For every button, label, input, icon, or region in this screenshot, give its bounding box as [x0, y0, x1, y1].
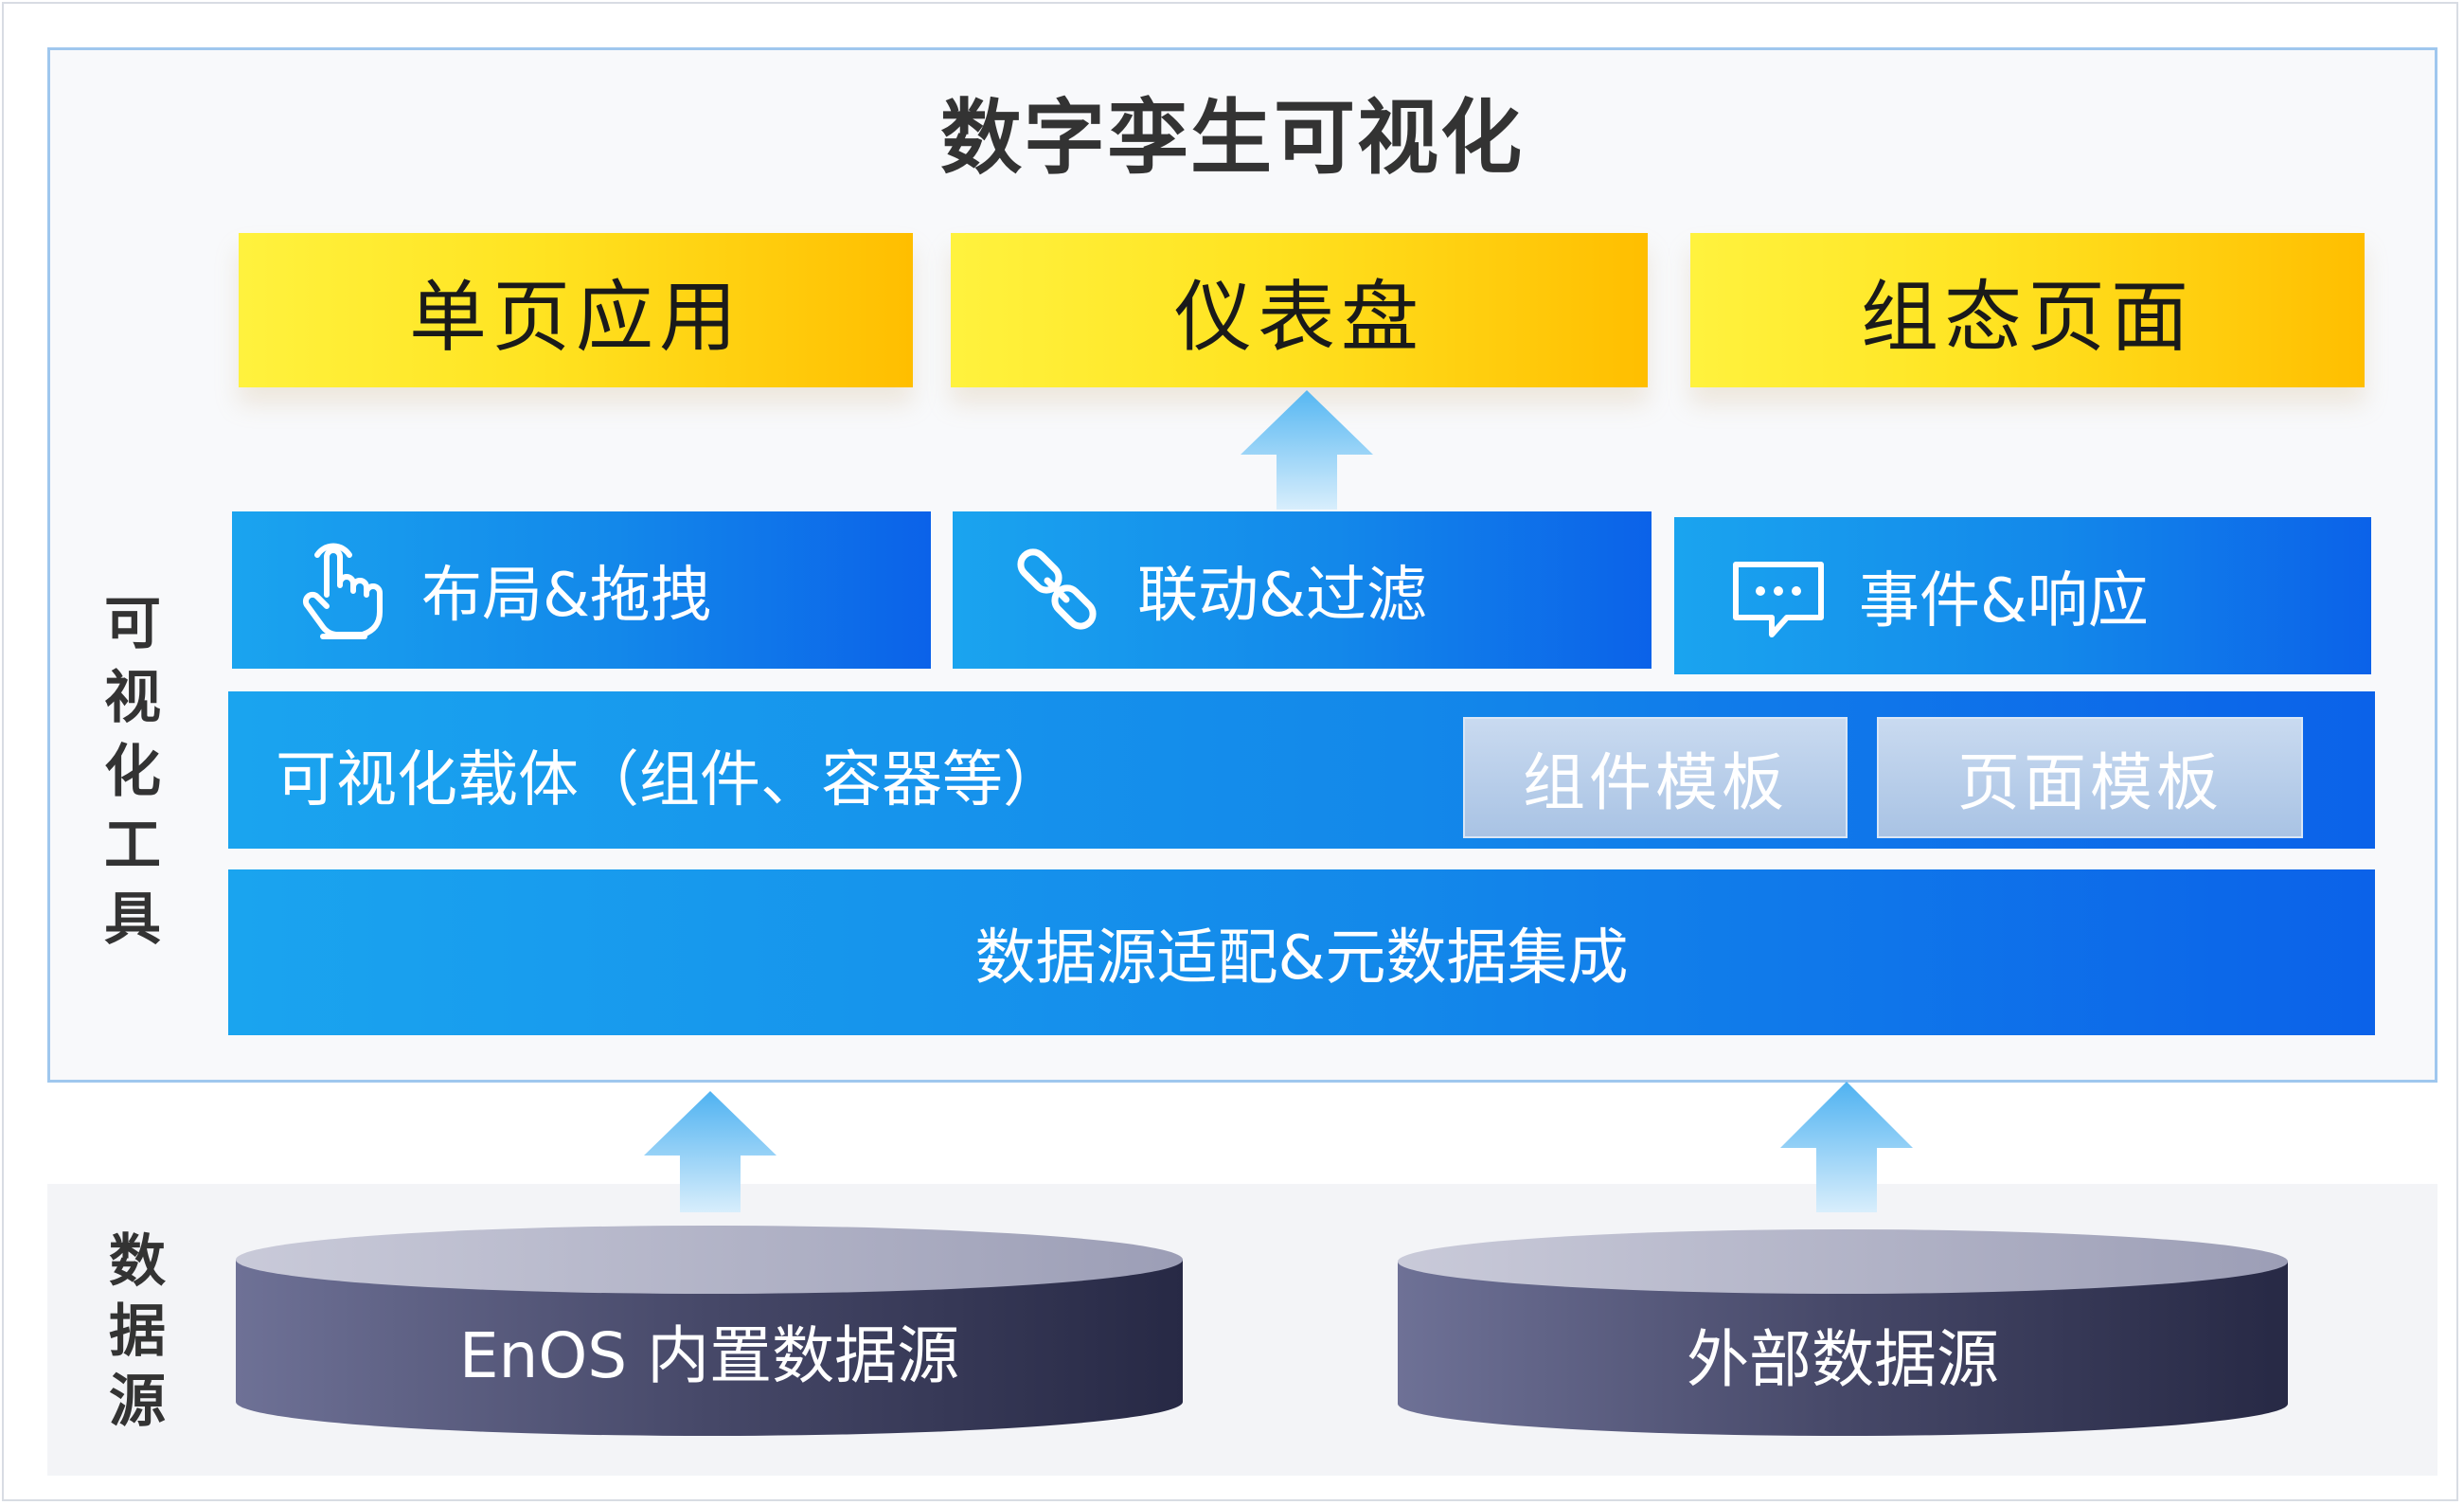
up-arrow-icon	[1241, 390, 1373, 510]
data-integration-bar: 数据源适配&元数据集成	[228, 869, 2375, 1035]
feature-layout-drag: 布局&拖拽	[232, 511, 931, 669]
database-icon	[236, 1226, 1183, 1436]
up-arrow-icon	[644, 1091, 777, 1212]
up-arrow-icon	[1780, 1082, 1913, 1212]
output-card-single-page-app: 单页应用	[239, 233, 913, 387]
side-label-char: 具	[104, 887, 161, 953]
output-card-dashboard: 仪表盘	[951, 233, 1648, 387]
side-label-char: 数	[109, 1228, 166, 1295]
database-icon	[1398, 1229, 2288, 1436]
side-label-char: 源	[109, 1369, 166, 1435]
page-template-chip: 页面模板	[1877, 717, 2303, 838]
side-label-visualization-tool: 可 视 化 工 具	[95, 587, 170, 957]
side-label-char: 可	[104, 591, 161, 657]
feature-linkage-filter: 联动&过滤	[953, 511, 1652, 669]
link-icon	[1017, 548, 1097, 630]
feature-label: 事件&响应	[1859, 566, 2149, 636]
carrier-label: 可视化载体（组件、容器等）	[276, 745, 1063, 815]
side-label-char: 工	[104, 813, 161, 879]
source-label: EnOS 内置数据源	[458, 1319, 960, 1392]
hand-pointer-icon	[302, 543, 383, 639]
side-label-char: 视	[104, 665, 161, 731]
component-template-chip: 组件模板	[1463, 717, 1848, 838]
output-card-configuration-page: 组态页面	[1690, 233, 2365, 387]
database-cylinder-external: 外部数据源	[1394, 1226, 2292, 1442]
chat-bubble-icon	[1733, 562, 1824, 637]
source-label: 外部数据源	[1687, 1323, 1999, 1396]
feature-event-response: 事件&响应	[1674, 517, 2371, 674]
feature-label: 联动&过滤	[1137, 561, 1427, 631]
side-label-char: 化	[104, 739, 161, 805]
side-label-data-source: 数 据 源	[99, 1227, 175, 1437]
page-title: 数字孪生可视化	[940, 91, 1524, 186]
side-label-char: 据	[109, 1299, 166, 1365]
feature-label: 布局&拖拽	[421, 561, 711, 631]
database-cylinder-enos: EnOS 内置数据源	[231, 1222, 1187, 1440]
